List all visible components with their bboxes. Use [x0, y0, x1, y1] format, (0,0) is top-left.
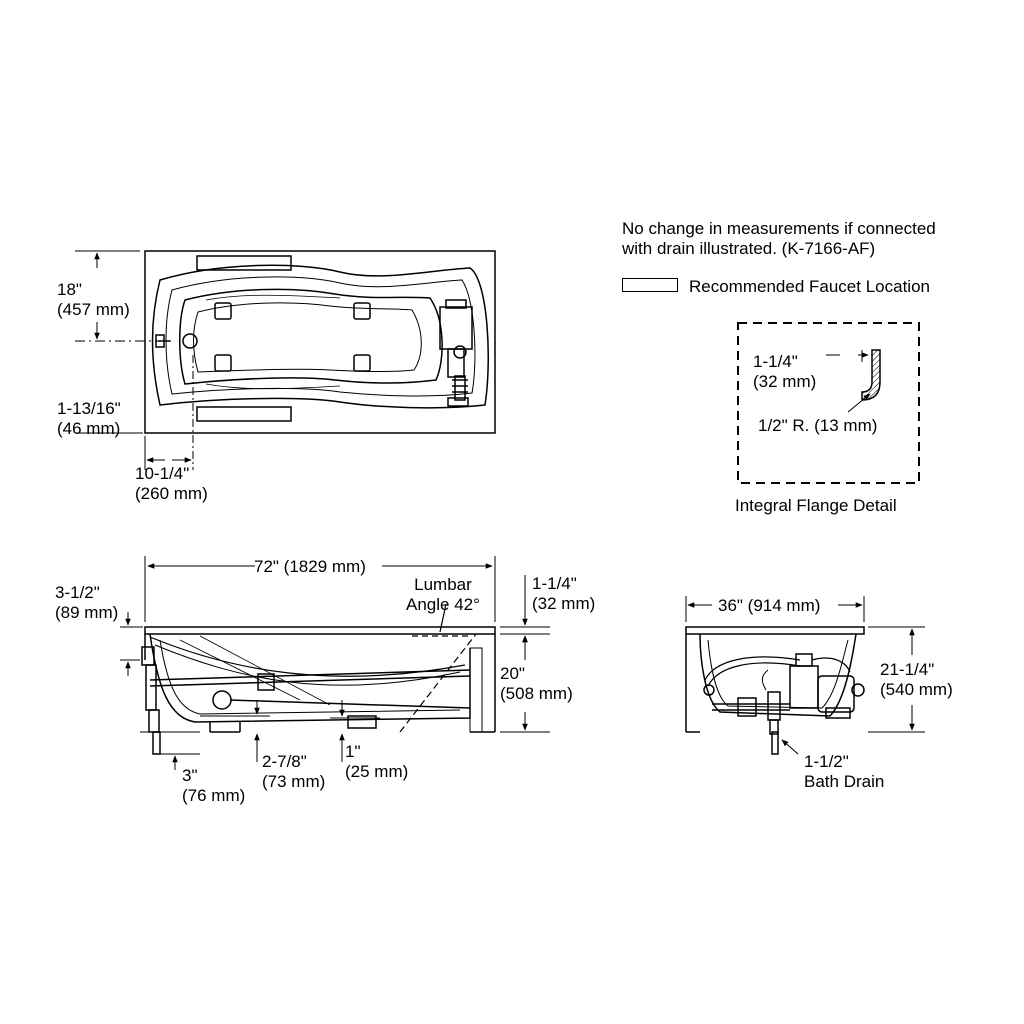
- integral-flange-detail: [737, 322, 920, 484]
- faucet-location-bottom: [196, 406, 292, 422]
- pump-motor: [439, 306, 473, 350]
- side-drain-drop-label: 3" (76 mm): [182, 766, 245, 806]
- faucet-legend-swatch: [622, 278, 678, 292]
- end-drain-name: Bath Drain: [804, 772, 885, 791]
- side-pump-label: 2-7/8" (73 mm): [262, 752, 325, 792]
- faucet-location-top: [196, 255, 292, 271]
- plan-view-dimensions: [75, 250, 194, 470]
- side-height-in: 20": [500, 664, 525, 683]
- side-jet-fitting: [212, 690, 232, 710]
- plan-drain: [182, 333, 198, 349]
- side-length-label: 72" (1829 mm): [254, 557, 366, 576]
- side-pump: [257, 673, 275, 691]
- faucet-legend-label: Recommended Faucet Location: [689, 277, 930, 296]
- side-drain-outlet: [152, 731, 161, 755]
- flange-thickness-mm: (32 mm): [753, 372, 817, 391]
- end-rim: [685, 626, 865, 635]
- end-height-in: 21-1/4": [880, 660, 935, 679]
- plan-outer-rim: [144, 250, 496, 434]
- lumbar-angle-line-2: Angle 42°: [406, 595, 480, 614]
- plan-drain-in: 10-1/4": [135, 464, 190, 483]
- side-view-drawing: [141, 626, 496, 755]
- side-pump-in: 2-7/8": [262, 752, 307, 771]
- drain-note-line-2: with drain illustrated. (K-7166-AF): [622, 239, 876, 258]
- drain-note-line-1: No change in measurements if connected: [622, 219, 936, 238]
- whirlpool-jet: [353, 354, 371, 372]
- end-view-drawing: [685, 626, 865, 755]
- lumbar-angle-label: Lumbar Angle 42°: [406, 575, 480, 615]
- side-rim: [144, 626, 496, 635]
- flange-radius-label: 1/2" R. (13 mm): [758, 416, 878, 435]
- side-rim-label: 3-1/2" (89 mm): [55, 583, 118, 623]
- side-drain-drop-in: 3": [182, 766, 198, 785]
- side-height-label: 20" (508 mm): [500, 664, 573, 704]
- side-flange-in: 1-1/4": [532, 574, 577, 593]
- end-width-label: 36" (914 mm): [718, 596, 821, 615]
- flange-detail-border: [737, 322, 920, 484]
- end-view-dimensions: [685, 596, 925, 755]
- end-pump-housing: [789, 665, 819, 709]
- whirlpool-jet: [214, 302, 232, 320]
- side-rim-in: 3-1/2": [55, 583, 100, 602]
- plan-view-drawing: [144, 250, 496, 434]
- lumbar-angle-line-1: Lumbar: [414, 575, 472, 594]
- drain-note: No change in measurements if connected w…: [622, 219, 936, 259]
- plan-width-in: 18": [57, 280, 82, 299]
- end-height-mm: (540 mm): [880, 680, 953, 699]
- whirlpool-jet: [353, 302, 371, 320]
- side-flange-label: 1-1/4" (32 mm): [532, 574, 595, 614]
- end-drain-outlet: [771, 731, 779, 755]
- plan-drain-label: 10-1/4" (260 mm): [135, 464, 208, 504]
- flange-detail-caption: Integral Flange Detail: [735, 496, 897, 515]
- plan-drain-mm: (260 mm): [135, 484, 208, 503]
- plan-offset-in: 1-13/16": [57, 399, 121, 418]
- side-drain-drop-mm: (76 mm): [182, 786, 246, 805]
- plan-width-mm: (457 mm): [57, 300, 130, 319]
- flange-thickness-in: 1-1/4": [753, 352, 798, 371]
- side-view-dimensions: [120, 556, 550, 770]
- end-height-label: 21-1/4" (540 mm): [880, 660, 953, 700]
- plan-offset-label: 1-13/16" (46 mm): [57, 399, 121, 439]
- plan-width-label: 18" (457 mm): [57, 280, 130, 320]
- lumbar-angle-marker: [399, 603, 477, 733]
- side-pump-mm: (73 mm): [262, 772, 326, 791]
- plan-tub-rim-contour: [151, 264, 489, 409]
- side-flange-mm: (32 mm): [532, 594, 596, 613]
- end-drain-size: 1-1/2": [804, 752, 849, 771]
- plan-offset-mm: (46 mm): [57, 419, 121, 438]
- side-height-mm: (508 mm): [500, 684, 573, 703]
- side-foot-mm: (25 mm): [345, 762, 409, 781]
- flange-thickness-label: 1-1/4" (32 mm): [753, 352, 816, 392]
- flange-profile: [861, 349, 881, 401]
- side-foot-label: 1" (25 mm): [345, 742, 408, 782]
- whirlpool-jet: [214, 354, 232, 372]
- side-rim-mm: (89 mm): [55, 603, 119, 622]
- side-foot-in: 1": [345, 742, 361, 761]
- end-basin: [699, 633, 857, 717]
- end-drain-label: 1-1/2" Bath Drain: [804, 752, 884, 792]
